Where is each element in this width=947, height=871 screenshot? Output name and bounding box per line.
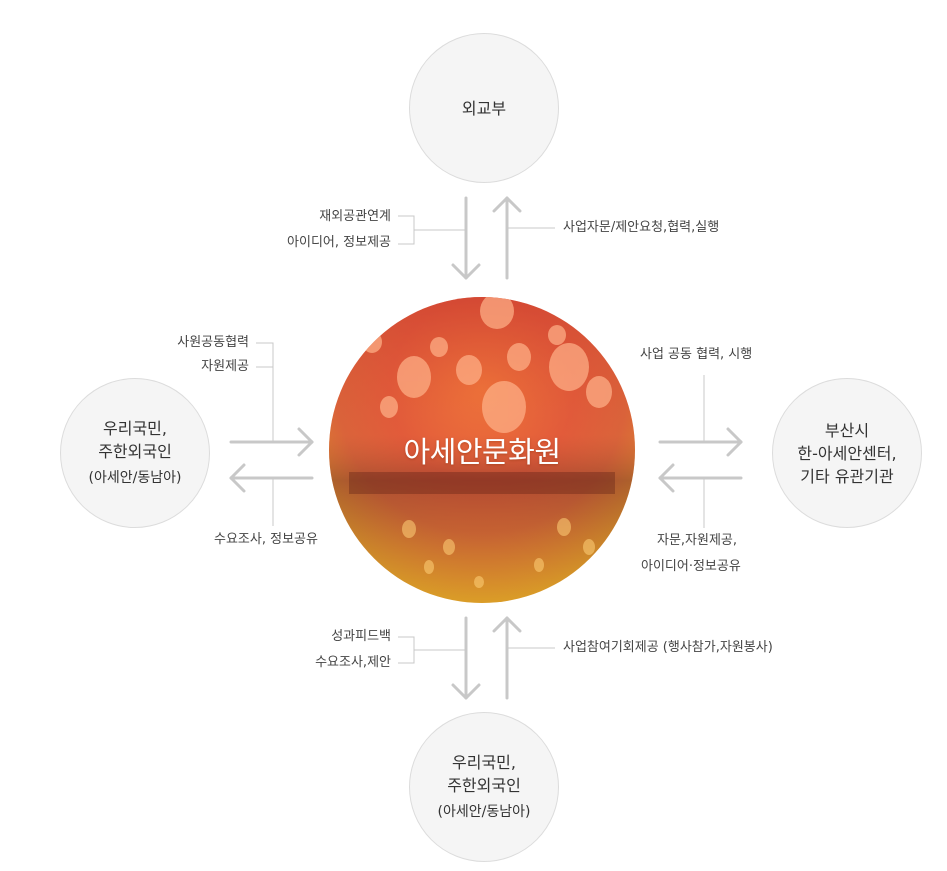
center-node-asean-culture-house: 아세안문화원	[329, 297, 635, 603]
label-right-top: 사업 공동 협력, 시행	[640, 347, 753, 362]
label-bottom-right: 사업참여기회제공 (행사참가,자원봉사)	[563, 640, 773, 655]
label-top-right: 사업자문/제안요청,협력,실행	[563, 220, 720, 235]
node-right-line-3: 기타 유관기관	[800, 466, 894, 486]
bracket-bottom-left	[398, 636, 415, 664]
node-citizens-bottom: 우리국민, 주한외국인 (아세안/동남아)	[409, 712, 559, 862]
node-left-sub: (아세안/동남아)	[88, 470, 182, 486]
node-left-line-2: 주한외국인	[98, 442, 172, 461]
node-bottom-sub: (아세안/동남아)	[437, 804, 531, 820]
lantern-photo-decoration	[329, 297, 635, 603]
label-left-top-2: 자원제공	[201, 359, 249, 374]
label-right-bottom-2: 아이디어·정보공유	[641, 559, 741, 574]
arrow-right-left-head	[658, 463, 675, 493]
node-left-line-1: 우리국민,	[103, 419, 167, 438]
node-right-line-2: 한-아세안센터,	[797, 443, 897, 463]
arrow-left-right-head	[297, 427, 314, 457]
node-right-line-1: 부산시	[824, 420, 870, 440]
label-right-bottom-1: 자문,자원제공,	[657, 533, 738, 548]
label-left-top-1: 사원공동협력	[177, 335, 249, 350]
arrow-left-left-head	[229, 463, 246, 493]
arrow-top-down-head	[451, 263, 481, 280]
bracket-left-top	[256, 342, 274, 442]
label-top-left-2: 아이디어, 정보제공	[287, 235, 391, 250]
center-title: 아세안문화원	[403, 435, 561, 469]
arrow-right-right-head	[726, 427, 743, 457]
node-bottom-line-2: 주한외국인	[447, 776, 521, 795]
label-top-left-1: 재외공관연계	[319, 209, 391, 224]
label-bottom-left-1: 성과피드백	[331, 629, 391, 644]
node-busan-partners: 부산시 한-아세안센터, 기타 유관기관	[772, 378, 922, 528]
label-left-bottom: 수요조사, 정보공유	[214, 532, 318, 547]
node-top-line-1: 외교부	[461, 98, 507, 118]
node-foreign-ministry: 외교부	[409, 33, 559, 183]
label-bottom-left-2: 수요조사,제안	[315, 655, 391, 670]
arrow-bottom-up-head	[492, 616, 522, 633]
arrow-top-up-head	[492, 196, 522, 213]
node-bottom-line-1: 우리국민,	[452, 753, 516, 772]
node-citizens-left: 우리국민, 주한외국인 (아세안/동남아)	[60, 378, 210, 528]
bracket-top-left	[398, 215, 415, 245]
arrow-bottom-down-head	[451, 683, 481, 700]
